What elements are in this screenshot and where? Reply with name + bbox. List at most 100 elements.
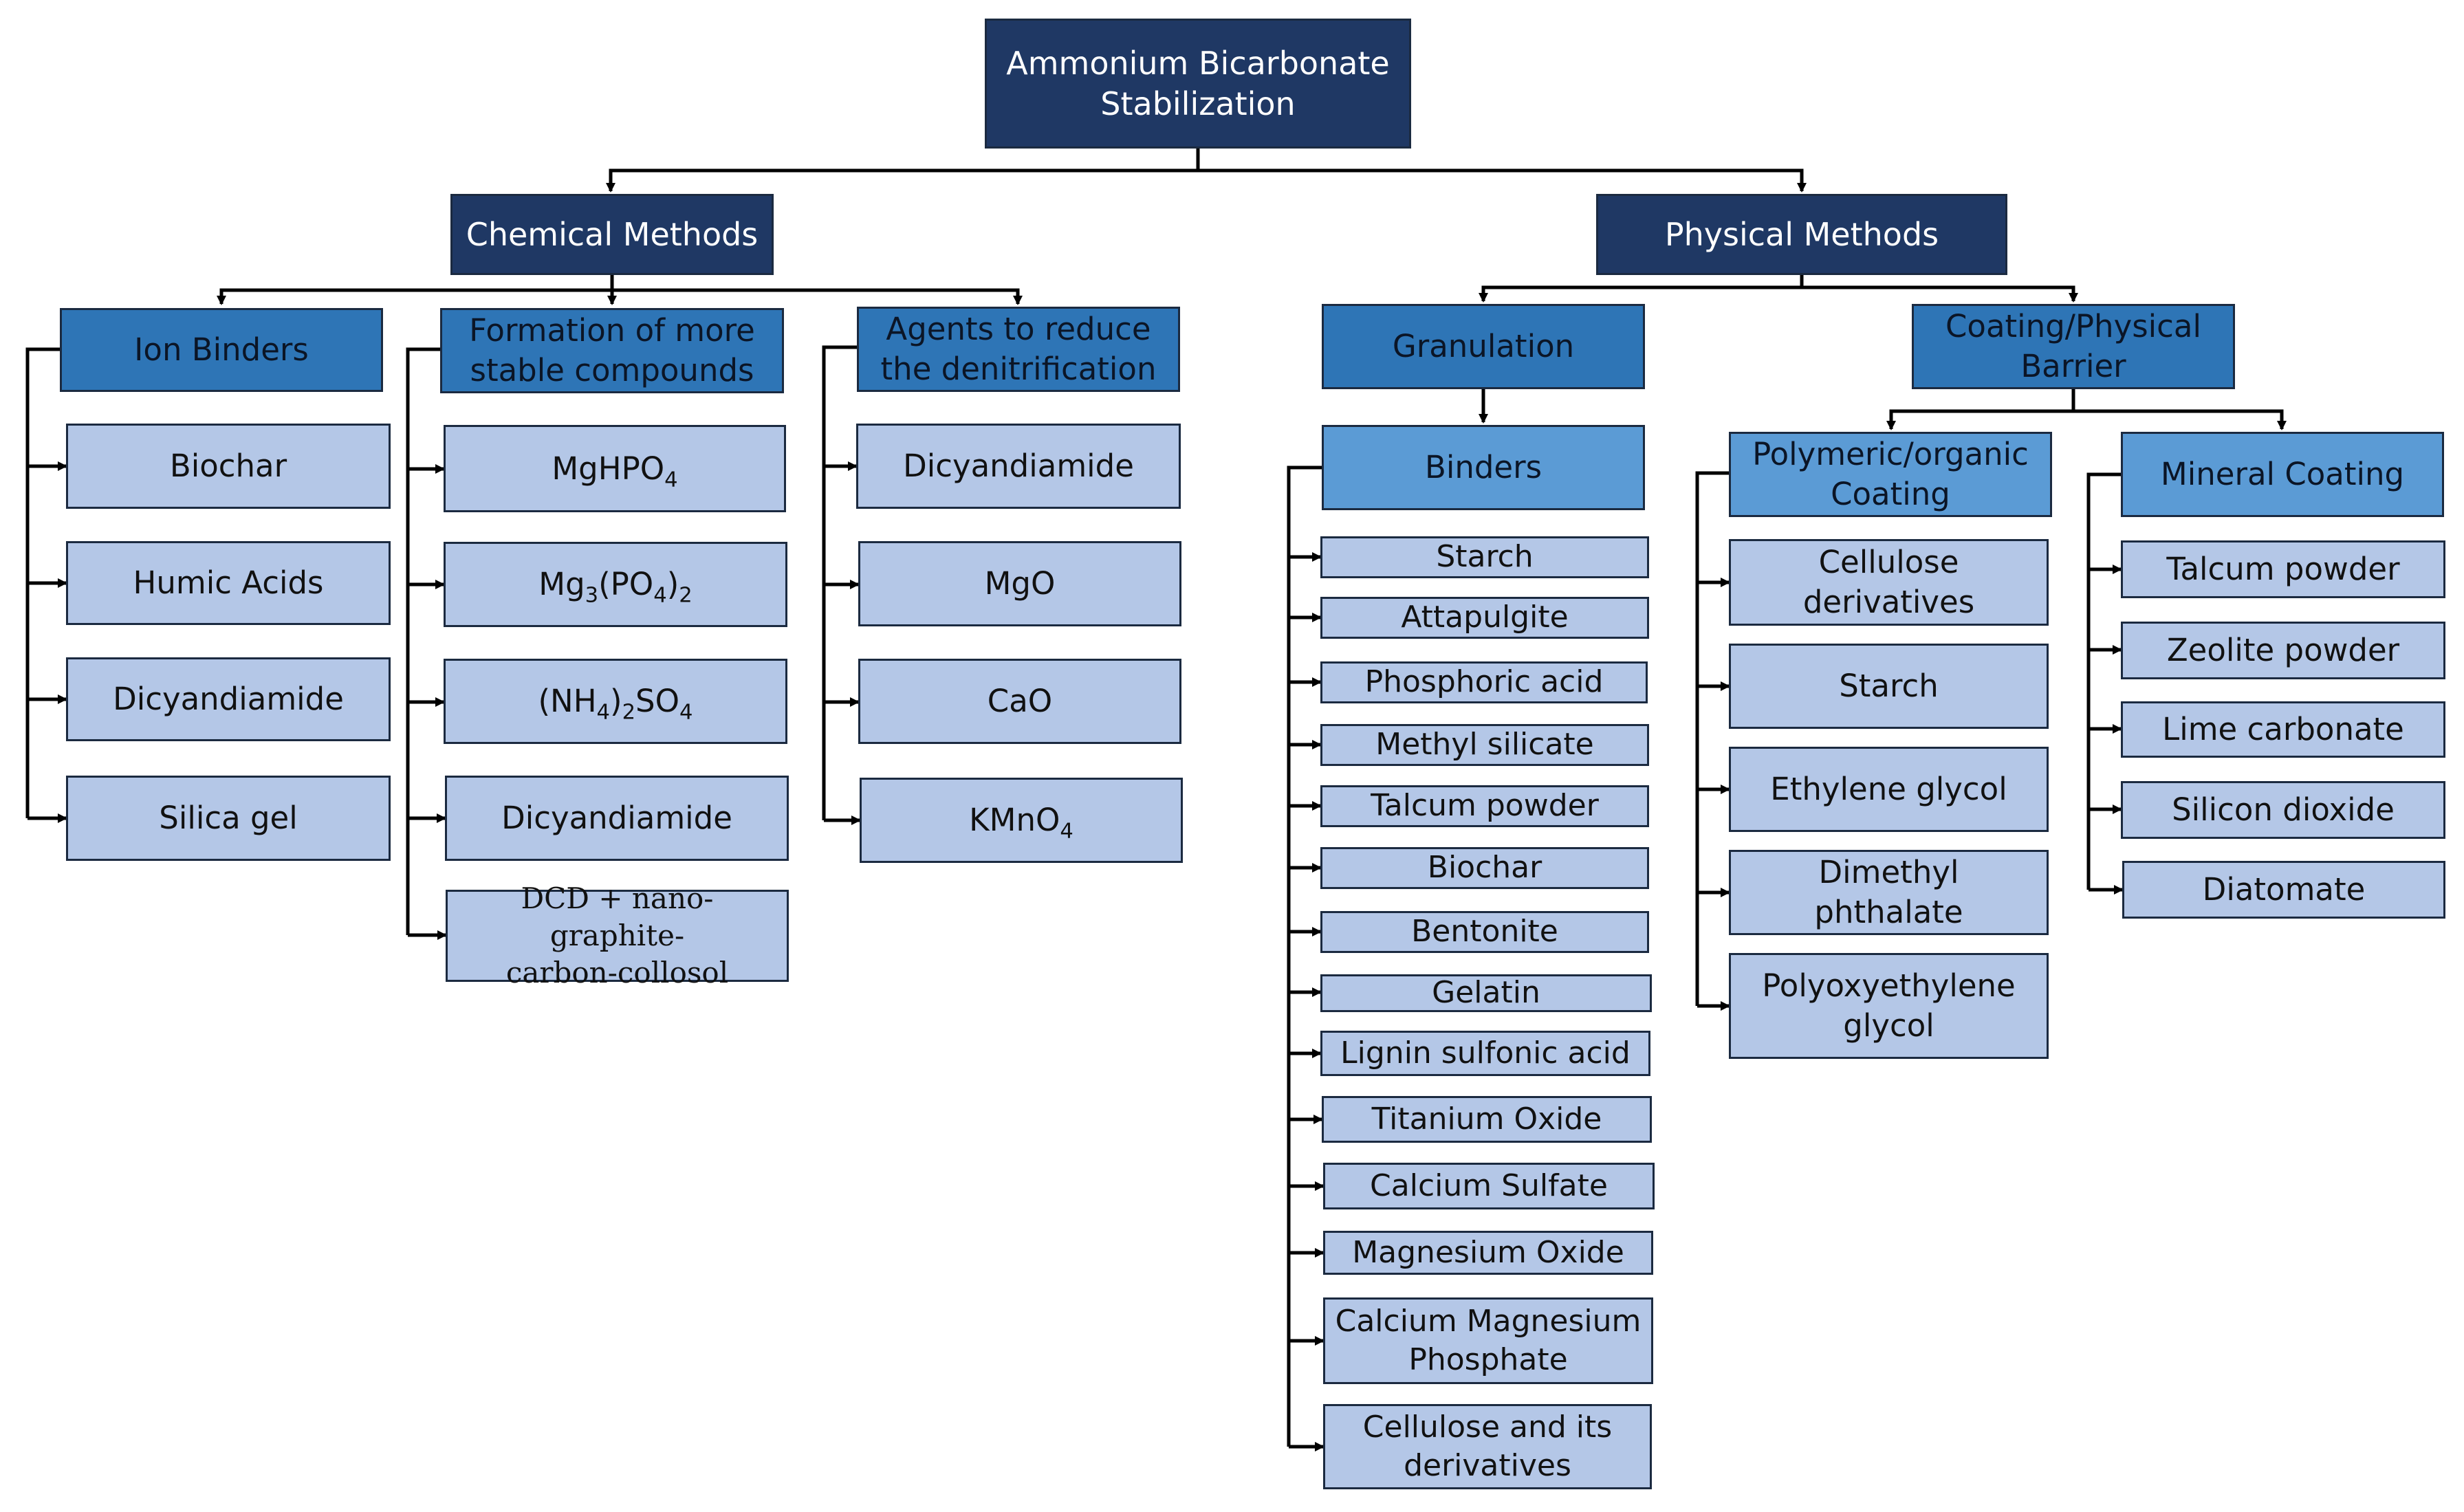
physical-methods-node: Physical Methods bbox=[1596, 194, 2007, 275]
mgo-label: MgO bbox=[984, 565, 1056, 602]
ion-binders-item-label: Dicyandiamide bbox=[113, 681, 344, 718]
kmno4-node: KMnO4 bbox=[860, 778, 1183, 863]
cellulose-derivatives-line2: derivatives bbox=[1404, 1448, 1571, 1483]
stable-compounds-line2: stable compounds bbox=[470, 352, 754, 388]
nh42so4-node: (NH4)2SO4 bbox=[444, 659, 787, 744]
binders-item-label: Bentonite bbox=[1411, 914, 1558, 950]
dimethyl-phthalate-label: Dimethyl phthalate bbox=[1814, 854, 1963, 930]
binders-item: Calcium Sulfate bbox=[1323, 1163, 1655, 1209]
dimethyl-phthalate-node: Dimethyl phthalate bbox=[1729, 850, 2049, 935]
mgo-node: MgO bbox=[858, 541, 1181, 626]
ion-binders-item: Humic Acids bbox=[66, 541, 391, 625]
binders-item-cellulose: Cellulose and its derivatives bbox=[1323, 1404, 1652, 1489]
binders-item: Starch bbox=[1320, 536, 1649, 578]
chemical-methods-label: Chemical Methods bbox=[466, 215, 759, 253]
mineral-item-label: Silicon dioxide bbox=[2172, 791, 2395, 829]
binders-item: Biochar bbox=[1320, 847, 1649, 889]
polyoxyethylene-line2: glycol bbox=[1843, 1007, 1934, 1044]
cao-node: CaO bbox=[858, 659, 1181, 744]
binders-item-label: Magnesium Oxide bbox=[1352, 1234, 1624, 1270]
mineral-item-label: Lime carbonate bbox=[2162, 711, 2404, 748]
cellulose-derivatives-line1: Cellulose and its bbox=[1362, 1409, 1613, 1445]
polyoxyethylene-glycol-node: Polyoxyethylene glycol bbox=[1729, 953, 2049, 1059]
mg3po42-formula: Mg3(PO4)2 bbox=[538, 566, 693, 608]
root-node: Ammonium Bicarbonate Stabilization bbox=[985, 19, 1411, 149]
binders-item: Magnesium Oxide bbox=[1323, 1231, 1653, 1275]
ion-binders-item-label: Biochar bbox=[169, 448, 287, 485]
binders-item-label: Talcum powder bbox=[1371, 788, 1599, 824]
binders-item-label: Calcium Sulfate bbox=[1370, 1168, 1608, 1203]
binders-item-label: Titanium Oxide bbox=[1371, 1101, 1602, 1137]
mineral-item-label: Diatomate bbox=[2202, 871, 2366, 908]
mineral-item-label: Talcum powder bbox=[2166, 551, 2400, 588]
polymeric-coating-line1: Polymeric/organic bbox=[1752, 436, 2029, 473]
denitrification-line2: the denitrification bbox=[880, 351, 1157, 387]
binders-item-label: Starch bbox=[1436, 539, 1534, 575]
polymeric-cellulose-node: Cellulose derivatives bbox=[1729, 539, 2049, 626]
binders-item: Bentonite bbox=[1320, 911, 1649, 953]
mineral-item: Talcum powder bbox=[2121, 540, 2445, 598]
stable-dicyandiamide-node: Dicyandiamide bbox=[445, 776, 789, 861]
cmp-line1: Calcium Magnesium bbox=[1335, 1303, 1642, 1339]
binders-item-label: Attapulgite bbox=[1401, 600, 1569, 635]
ethylene-glycol-label: Ethylene glycol bbox=[1770, 771, 2007, 808]
kmno4-formula: KMnO4 bbox=[969, 802, 1073, 844]
ion-binders-item: Dicyandiamide bbox=[66, 657, 391, 741]
stable-dicyandiamide-label: Dicyandiamide bbox=[501, 800, 732, 837]
binders-item: Talcum powder bbox=[1320, 785, 1649, 827]
ion-binders-item: Biochar bbox=[66, 424, 391, 509]
polymeric-starch-node: Starch bbox=[1729, 644, 2049, 729]
binders-item-label: Lignin sulfonic acid bbox=[1340, 1035, 1631, 1071]
root-label-line1: Ammonium Bicarbonate bbox=[1006, 44, 1390, 82]
mineral-coating-label: Mineral Coating bbox=[2160, 456, 2405, 493]
binders-label: Binders bbox=[1424, 449, 1542, 486]
ion-binders-item: Silica gel bbox=[66, 776, 391, 861]
binders-item: Titanium Oxide bbox=[1322, 1096, 1652, 1143]
denit-dicyandiamide-node: Dicyandiamide bbox=[856, 424, 1181, 509]
mineral-item: Lime carbonate bbox=[2121, 701, 2445, 758]
binders-item-cmp: Calcium Magnesium Phosphate bbox=[1323, 1297, 1653, 1384]
cao-label: CaO bbox=[987, 683, 1053, 720]
dcd-graphite-line2: carbon-collosol bbox=[505, 955, 729, 989]
mineral-item: Silicon dioxide bbox=[2121, 781, 2445, 839]
nh42so4-formula: (NH4)2SO4 bbox=[538, 683, 693, 725]
dcd-graphite-line1: DCD + nano-graphite- bbox=[521, 881, 714, 953]
binders-node: Binders bbox=[1322, 425, 1645, 510]
polymeric-coating-line2: Coating bbox=[1831, 476, 1950, 512]
mineral-coating-node: Mineral Coating bbox=[2121, 432, 2444, 517]
coating-barrier-line1: Coating/Physical bbox=[1945, 308, 2201, 345]
coating-barrier-node: Coating/Physical Barrier bbox=[1912, 304, 2235, 389]
cmp-line2: Phosphate bbox=[1408, 1342, 1568, 1377]
binders-item: Methyl silicate bbox=[1320, 724, 1649, 766]
binders-item: Phosphoric acid bbox=[1320, 661, 1648, 703]
mineral-item-label: Zeolite powder bbox=[2166, 632, 2400, 669]
polymeric-cellulose-line1: Cellulose bbox=[1818, 544, 1959, 581]
polymeric-coating-node: Polymeric/organic Coating bbox=[1729, 432, 2052, 517]
mineral-item: Diatomate bbox=[2122, 861, 2445, 919]
mg3po42-node: Mg3(PO4)2 bbox=[444, 542, 787, 627]
binders-item-label: Phosphoric acid bbox=[1364, 664, 1604, 700]
granulation-node: Granulation bbox=[1322, 304, 1645, 389]
polymeric-starch-label: Starch bbox=[1839, 668, 1939, 705]
binders-item: Lignin sulfonic acid bbox=[1320, 1031, 1650, 1076]
mghpo4-node: MgHPO4 bbox=[444, 425, 786, 512]
polyoxyethylene-line1: Polyoxyethylene bbox=[1762, 967, 2016, 1005]
binders-item-label: Gelatin bbox=[1432, 975, 1540, 1011]
binders-item-label: Biochar bbox=[1427, 850, 1542, 886]
granulation-label: Granulation bbox=[1392, 328, 1575, 365]
stable-compounds-node: Formation of more stable compounds bbox=[440, 308, 784, 393]
denitrification-line1: Agents to reduce bbox=[886, 311, 1151, 348]
physical-methods-label: Physical Methods bbox=[1664, 215, 1939, 253]
denitrification-agents-node: Agents to reduce the denitrification bbox=[857, 307, 1180, 392]
polymeric-cellulose-line2: derivatives bbox=[1802, 584, 1975, 620]
coating-barrier-line2: Barrier bbox=[2020, 348, 2126, 384]
root-label-line2: Stabilization bbox=[1100, 85, 1296, 122]
ion-binders-label: Ion Binders bbox=[134, 331, 309, 369]
denit-dicyandiamide-label: Dicyandiamide bbox=[903, 448, 1134, 485]
binders-item-label: Methyl silicate bbox=[1375, 727, 1594, 763]
chemical-methods-node: Chemical Methods bbox=[450, 194, 774, 275]
ion-binders-item-label: Silica gel bbox=[159, 800, 298, 837]
mineral-item: Zeolite powder bbox=[2121, 622, 2445, 679]
